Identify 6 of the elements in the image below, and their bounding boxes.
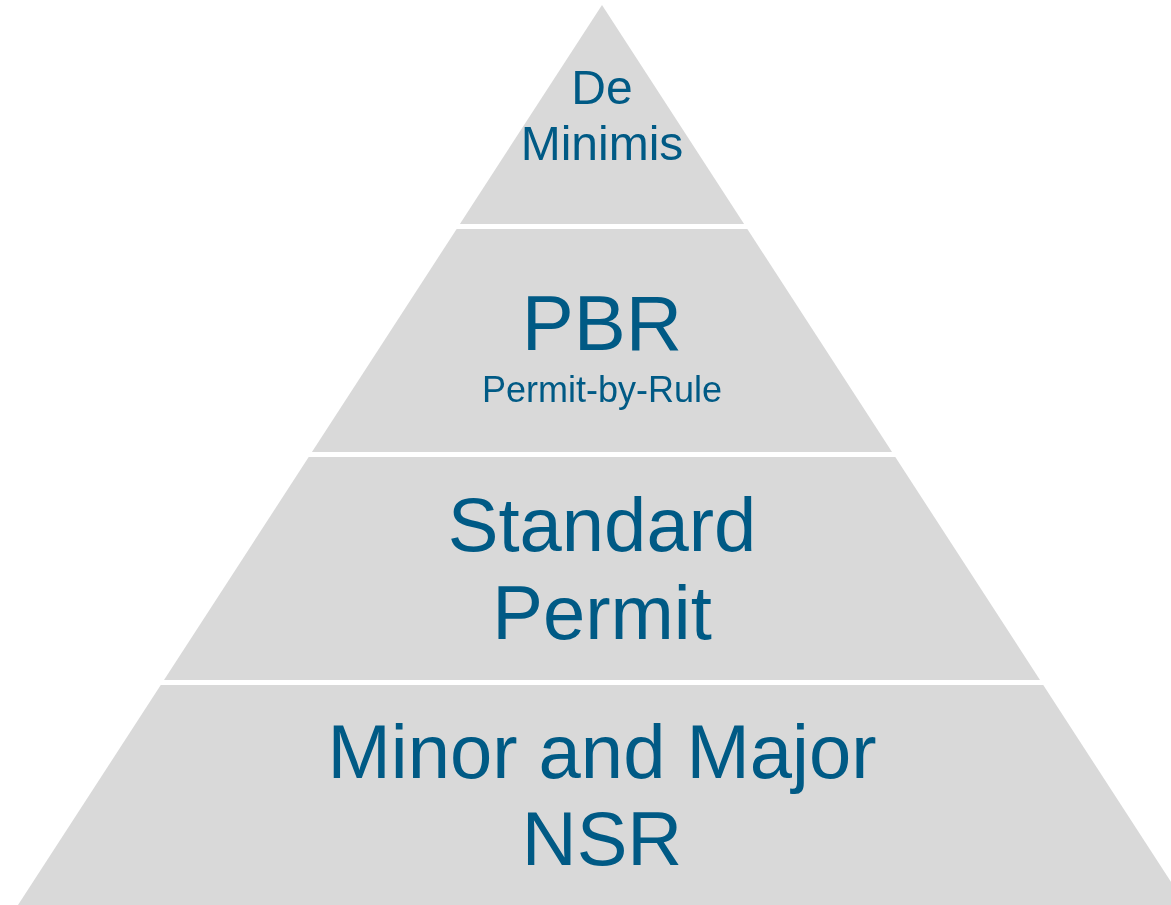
tier-label: Standard Permit (446, 481, 758, 656)
tier-label: De Minimis (519, 60, 685, 171)
pyramid-tier (18, 685, 1171, 905)
tier-subtitle: Permit-by-Rule (481, 368, 722, 411)
tier-label: Minor and Major NSR (326, 707, 878, 883)
tier-label: PBR (521, 278, 683, 369)
